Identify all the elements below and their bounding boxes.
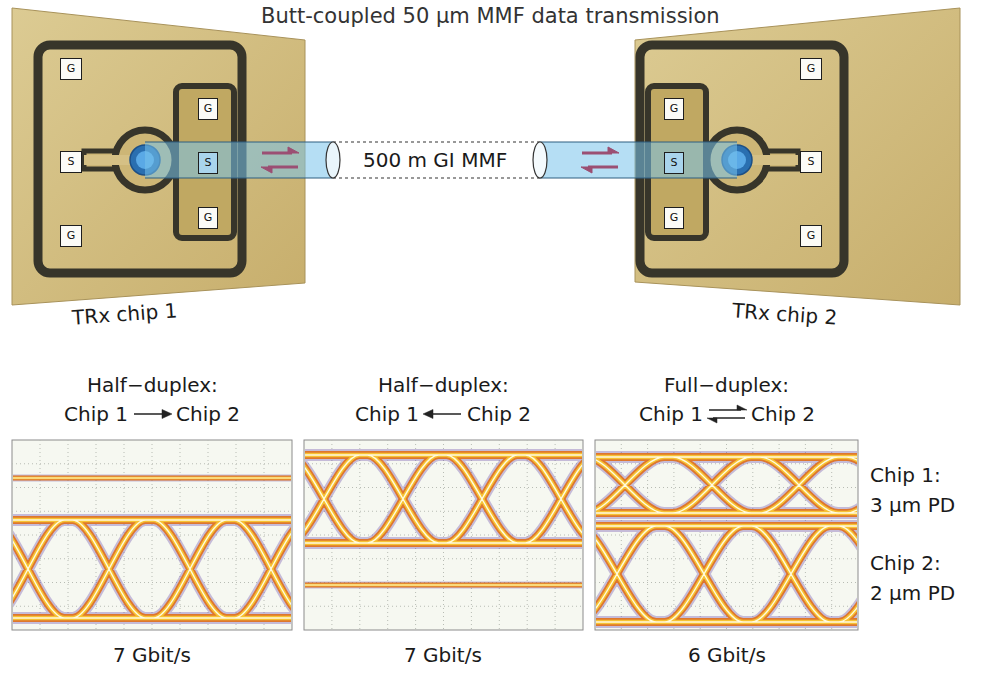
chip-photo — [635, 8, 960, 305]
flat-trace — [13, 478, 291, 479]
flat-trace — [13, 477, 291, 480]
contact-pad: S — [60, 151, 82, 173]
fiber-core — [540, 142, 737, 178]
contact-pad: G — [664, 207, 684, 229]
mode-heading: Half−duplex: — [87, 373, 218, 397]
pad-label: G — [204, 103, 213, 115]
data-rate: 6 Gbit/s — [688, 643, 766, 667]
eye-diagram — [596, 457, 857, 622]
arrow-head — [423, 410, 433, 419]
eye-diagram — [13, 478, 291, 618]
direction-label: Chip 1 — [355, 402, 419, 426]
trace-label: Chip 1: — [870, 463, 941, 487]
diagram-title: Butt-coupled 50 µm MMF data transmission — [261, 4, 720, 29]
arrow-shaft — [713, 417, 745, 419]
flat-trace — [305, 584, 582, 587]
trace-label: Chip 2: — [870, 551, 941, 575]
contact-pad: S — [664, 152, 684, 174]
fiber-end — [326, 142, 340, 178]
chip-metal-layout — [640, 45, 844, 273]
arrow-head — [608, 147, 619, 153]
direction-label: Chip 1 — [64, 402, 128, 426]
contact-pad: G — [664, 98, 684, 120]
eye-trace — [13, 520, 291, 618]
eye-trace — [13, 520, 291, 618]
arrow-shaft — [709, 409, 741, 411]
flat-trace — [305, 583, 582, 588]
arrow-head — [737, 405, 747, 410]
pad-label: S — [205, 157, 212, 169]
eye-trace — [13, 520, 291, 618]
pad-label: G — [670, 103, 679, 115]
pad-label: G — [67, 230, 76, 242]
flat-trace — [13, 474, 291, 481]
flat-trace — [305, 581, 582, 588]
direction-label: Chip 2 — [751, 402, 815, 426]
mode-heading: Half−duplex: — [378, 373, 509, 397]
direction-label: Chip 1 — [639, 402, 703, 426]
pad-label: S — [68, 156, 75, 168]
ground-frame — [38, 45, 242, 273]
eye-trace — [305, 455, 582, 543]
eye-trace — [596, 457, 857, 622]
pad-label: S — [671, 157, 678, 169]
arrow-shaft — [431, 413, 461, 415]
contact-pad: G — [198, 207, 218, 229]
chip-label: TRx chip 1 — [71, 298, 178, 329]
direction-label: Chip 2 — [176, 402, 240, 426]
signal-lead — [84, 155, 134, 165]
pad-label: G — [807, 230, 816, 242]
pad-label: S — [808, 156, 815, 168]
arrow-head — [581, 167, 592, 173]
fiber-outline — [145, 142, 333, 178]
direction-label: Chip 2 — [467, 402, 531, 426]
contact-pad: G — [60, 225, 82, 247]
arrow-head — [261, 167, 272, 173]
fiber-end — [533, 142, 547, 178]
arrow-head — [288, 147, 299, 153]
contact-pad: S — [800, 151, 822, 173]
chip-label: TRx chip 2 — [731, 298, 838, 329]
chip-metal-layout — [38, 45, 242, 273]
eye-diagrams — [0, 440, 925, 630]
eye-trace — [305, 455, 582, 543]
fiber-break — [333, 142, 540, 178]
flat-trace — [305, 585, 582, 586]
arrow-head — [707, 418, 717, 423]
eye-trace — [596, 457, 857, 622]
bidirectional-arrows — [261, 147, 619, 173]
contact-pad: S — [198, 152, 218, 174]
contact-pad: G — [198, 98, 218, 120]
data-rate: 7 Gbit/s — [404, 643, 482, 667]
mode-heading: Full−duplex: — [664, 373, 789, 397]
data-rate: 7 Gbit/s — [113, 643, 191, 667]
eye-trace — [305, 455, 582, 543]
eye-diagram — [305, 455, 582, 585]
eye-trace — [13, 520, 291, 618]
pad-label: G — [807, 63, 816, 75]
fiber-outline — [540, 142, 737, 178]
fiber-core — [145, 142, 333, 178]
eye-trace — [305, 455, 582, 543]
trace-label: 2 µm PD — [870, 581, 955, 605]
arrow-head — [162, 410, 172, 419]
fiber — [145, 142, 737, 178]
contact-pad: G — [800, 58, 822, 80]
eye-trace — [596, 457, 857, 622]
pad-label: G — [670, 212, 679, 224]
fiber-label: 500 m GI MMF — [359, 148, 511, 172]
pad-label: G — [204, 212, 213, 224]
pad-label: G — [67, 63, 76, 75]
trace-label: 3 µm PD — [870, 493, 955, 517]
contact-pad: G — [60, 58, 82, 80]
flat-trace — [13, 476, 291, 481]
contact-pad: G — [800, 225, 822, 247]
eye-trace — [596, 457, 857, 622]
arrow-shaft — [134, 413, 164, 415]
